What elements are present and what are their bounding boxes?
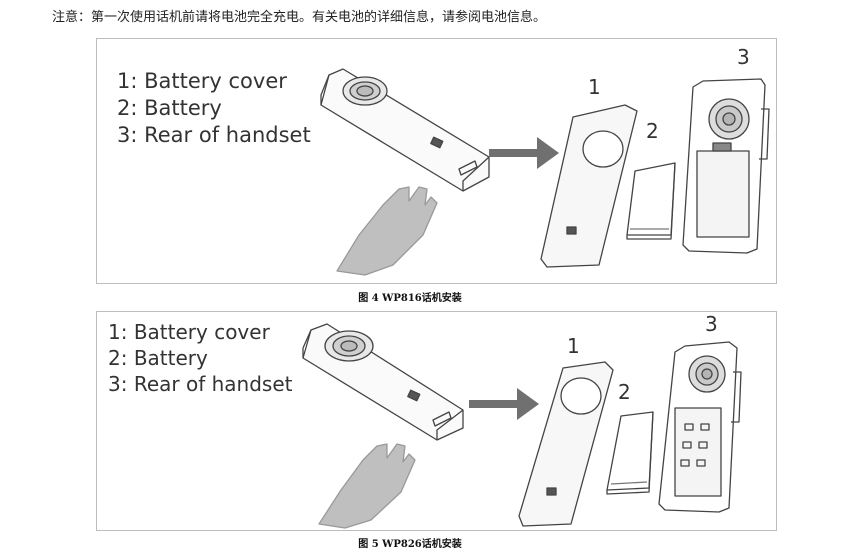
legend-item-battery-cover: 1: Battery cover [117, 69, 287, 93]
handset-rear-drawing [682, 78, 770, 254]
parts-legend: 1: Battery cover 2: Battery 3: Rear of h… [108, 319, 292, 397]
hand-drawing [336, 186, 438, 276]
installation-illustration [320, 68, 770, 276]
handset-rear-drawing [658, 341, 742, 513]
figure-wp816-installation: 1: Battery cover 2: Battery 3: Rear of h… [96, 38, 777, 284]
legend-item-rear-of-handset: 3: Rear of handset [108, 372, 293, 396]
part-number-2: 2 [646, 119, 659, 143]
handset-perspective-drawing [320, 68, 490, 192]
part-number-1: 1 [567, 334, 580, 358]
legend-item-battery-cover: 1: Battery cover [108, 320, 270, 344]
part-number-2: 2 [618, 380, 631, 404]
hand-drawing [318, 443, 416, 529]
figure-caption-wp816: 图 4 WP816话机安装 [358, 293, 462, 304]
legend-item-battery: 2: Battery [117, 96, 222, 120]
battery-drawing [626, 162, 676, 240]
handset-perspective-drawing [302, 323, 464, 441]
battery-drawing [606, 411, 654, 495]
right-arrow-icon [489, 137, 559, 169]
battery-cover-drawing [518, 361, 614, 527]
installation-note: 注意：第一次使用话机前请将电池完全充电。有关电池的详细信息，请参阅电池信息。 [52, 10, 547, 25]
part-number-1: 1 [588, 75, 601, 99]
installation-illustration [302, 323, 742, 529]
legend-item-battery: 2: Battery [108, 346, 208, 370]
part-number-3: 3 [737, 45, 750, 69]
right-arrow-icon [469, 388, 539, 420]
legend-item-rear-of-handset: 3: Rear of handset [117, 123, 311, 147]
parts-legend: 1: Battery cover 2: Battery 3: Rear of h… [117, 68, 311, 149]
figure-wp826-installation: 1: Battery cover 2: Battery 3: Rear of h… [96, 311, 777, 531]
figure-caption-wp826: 图 5 WP826话机安装 [358, 539, 462, 550]
part-number-3: 3 [705, 312, 718, 336]
battery-cover-drawing [540, 104, 638, 268]
